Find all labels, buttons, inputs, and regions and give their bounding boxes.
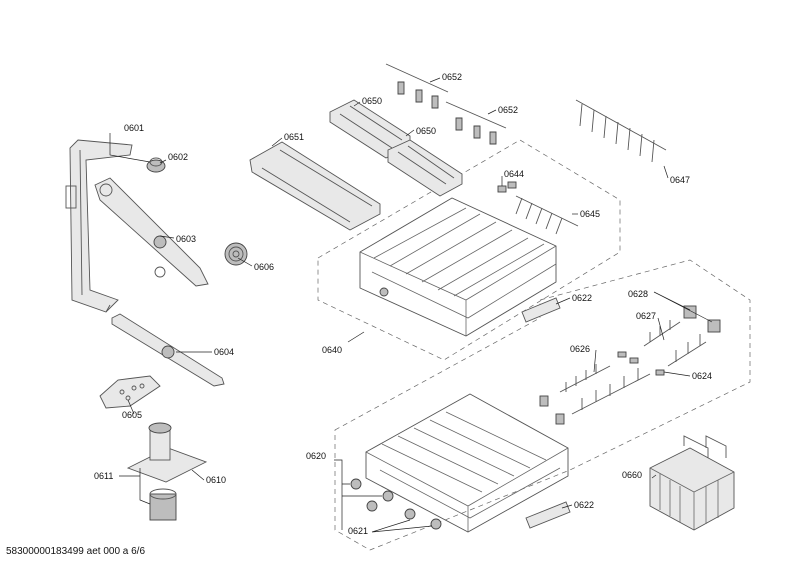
label-0626: 0626 <box>570 344 590 354</box>
clip-0644-part <box>497 181 517 193</box>
lower-basket-part <box>365 393 569 533</box>
label-0620: 0620 <box>306 451 326 461</box>
nozzle-0602-part <box>146 157 166 173</box>
label-0605: 0605 <box>122 410 142 420</box>
cutlery-basket-0660-part <box>649 435 735 531</box>
holders-0628-part <box>683 305 721 333</box>
rack-0626-part <box>559 364 651 415</box>
upper-basket-part <box>359 197 557 337</box>
filter-cover-part <box>99 375 161 409</box>
document-id-footer: 58300000183499 aet 000 a 6/6 <box>6 546 146 557</box>
label-0604: 0604 <box>214 347 234 357</box>
rack-0627-part <box>643 320 707 367</box>
wheels-0621-part <box>350 478 442 530</box>
label-0622-upper: 0622 <box>572 293 592 303</box>
handle-0622b-part <box>525 501 571 529</box>
upper-basket-assembly-outline <box>317 139 621 361</box>
disc-0606-part <box>224 242 248 266</box>
filter-assembly-part <box>126 422 208 521</box>
label-0640: 0640 <box>322 345 342 355</box>
label-0610: 0610 <box>206 475 226 485</box>
label-0652-b: 0652 <box>498 105 518 115</box>
label-0606: 0606 <box>254 262 274 272</box>
label-0602: 0602 <box>168 152 188 162</box>
label-0628: 0628 <box>628 289 648 299</box>
label-0651: 0651 <box>284 132 304 142</box>
label-0601: 0601 <box>124 123 144 133</box>
rack-0647-part <box>575 99 667 163</box>
hinge-clips-part <box>539 395 565 425</box>
label-0660: 0660 <box>622 470 642 480</box>
label-0611: 0611 <box>94 471 113 481</box>
label-0652-a: 0652 <box>442 72 462 82</box>
label-0624: 0624 <box>692 371 712 381</box>
tray-0651-part <box>249 141 381 231</box>
label-0645: 0645 <box>580 209 600 219</box>
clip-rail-0652b-part <box>445 101 507 145</box>
label-0603: 0603 <box>176 234 196 244</box>
clip-rail-0652a-part <box>385 63 449 109</box>
handle-0622a-part <box>521 297 561 323</box>
label-0621: 0621 <box>348 526 368 536</box>
label-0644: 0644 <box>504 169 524 179</box>
label-0622-lower: 0622 <box>574 500 594 510</box>
label-0627: 0627 <box>636 311 656 321</box>
rack-0645-part <box>515 195 579 235</box>
label-0647: 0647 <box>670 175 690 185</box>
clips-0624-part <box>617 351 665 376</box>
spray-arm-upper-part <box>94 177 209 287</box>
supply-tube-part <box>65 139 133 313</box>
spray-arm-lower-part <box>111 313 225 387</box>
tray-0650b-part <box>387 139 463 197</box>
label-0650-b: 0650 <box>416 126 436 136</box>
leader-lines <box>109 77 713 533</box>
label-0650-a: 0650 <box>362 96 382 106</box>
